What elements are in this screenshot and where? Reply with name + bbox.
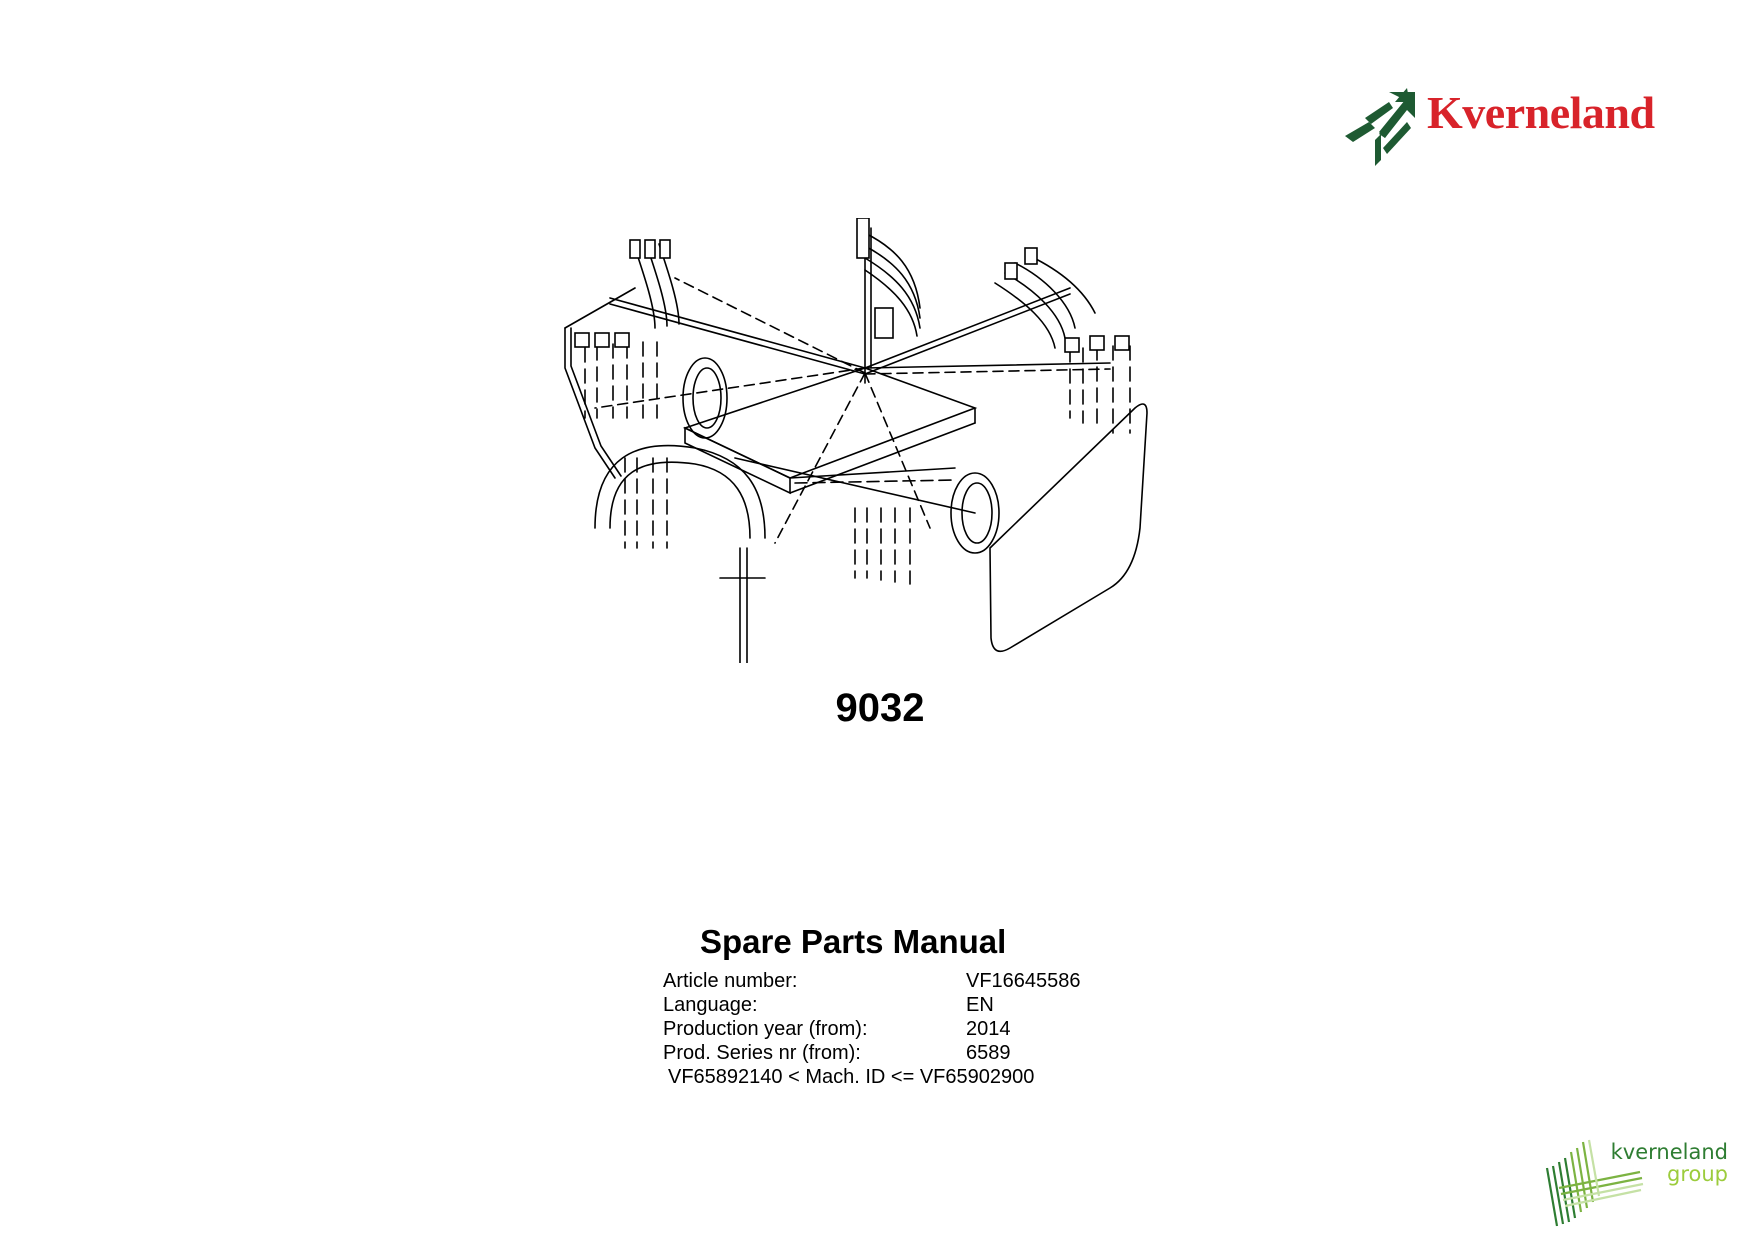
kverneland-group-stripes-icon bbox=[1545, 1139, 1644, 1227]
detail-label: Article number: bbox=[663, 970, 798, 992]
machine-id-range: VF65892140 < Mach. ID <= VF65902900 bbox=[668, 1066, 1035, 1088]
brand-name: Kverneland bbox=[1427, 87, 1655, 138]
model-number: 9032 bbox=[835, 686, 925, 730]
detail-value: VF16645586 bbox=[966, 970, 1081, 992]
document-title: Spare Parts Manual bbox=[700, 923, 1007, 960]
detail-label: Language: bbox=[663, 994, 758, 1016]
detail-value: 2014 bbox=[966, 1018, 1011, 1040]
detail-label: Prod. Series nr (from): bbox=[663, 1042, 861, 1064]
kverneland-group-logo: kverneland group bbox=[1545, 1138, 1730, 1228]
kverneland-logo: Kverneland bbox=[1345, 88, 1675, 168]
detail-value: EN bbox=[966, 994, 994, 1016]
detail-label: Production year (from): bbox=[663, 1018, 868, 1040]
detail-value: 6589 bbox=[966, 1042, 1011, 1064]
rotary-rake-drawing bbox=[564, 218, 1148, 663]
kverneland-arrow-icon bbox=[1345, 88, 1415, 166]
group-name-line-1: kverneland bbox=[1610, 1140, 1728, 1164]
group-name-line-2: group bbox=[1667, 1162, 1728, 1186]
